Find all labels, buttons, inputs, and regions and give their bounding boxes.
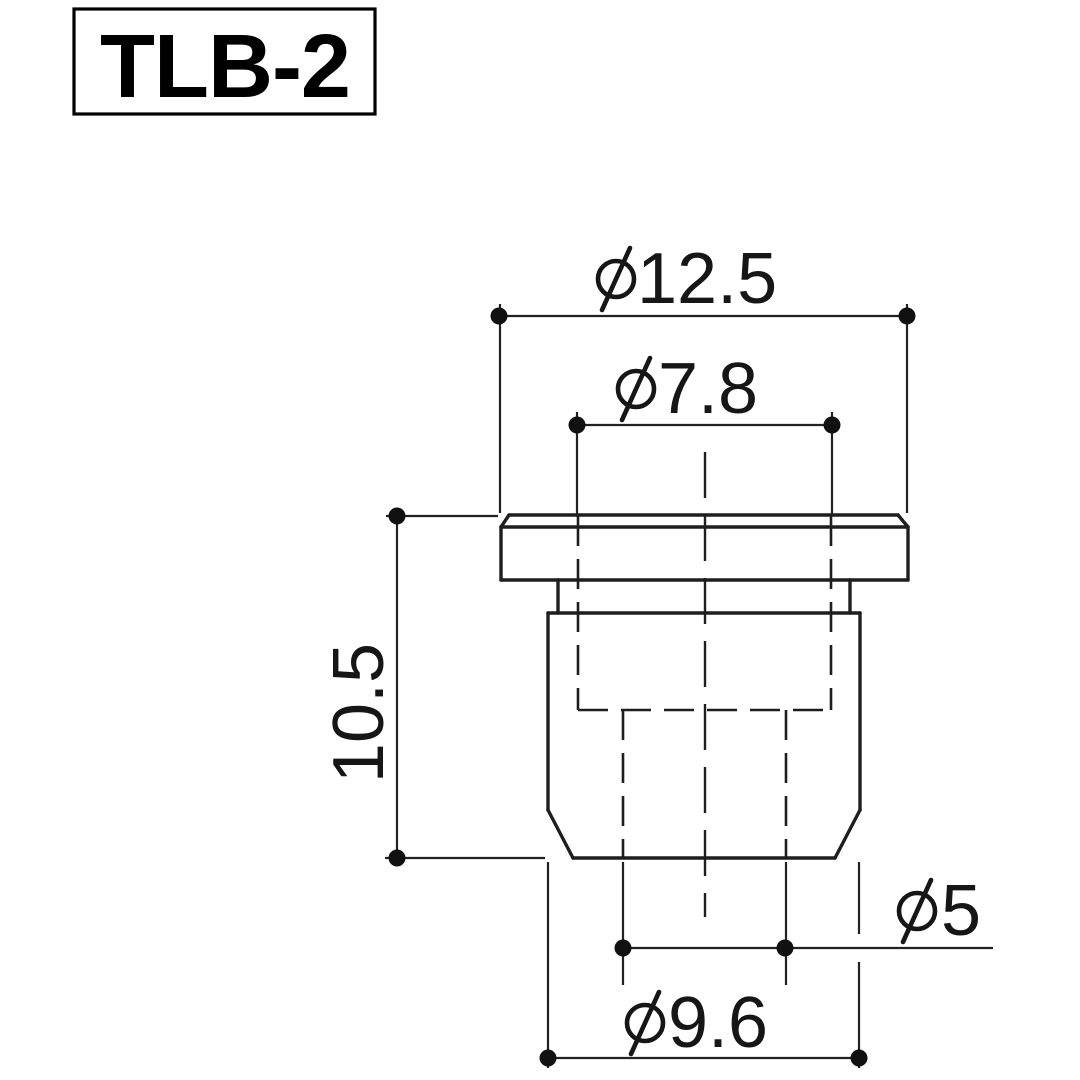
dimension-endpoint-dot <box>388 507 406 525</box>
dimension-value: 7.8 <box>658 349 758 429</box>
body-side-edges <box>546 611 862 812</box>
dimension-body-diameter: 9.6 <box>539 862 868 1068</box>
flange-side-edges <box>499 525 910 582</box>
extension-lines <box>498 304 909 513</box>
dimension-value: 9.6 <box>668 983 768 1063</box>
title-block: TLB-2 <box>72 7 377 117</box>
title-block-border <box>72 7 377 116</box>
dimension-flange-diameter: 12.5 <box>490 239 916 513</box>
dimension-overall-height: 10.5 <box>319 507 545 867</box>
diameter-symbol-icon <box>627 992 663 1054</box>
dimension-endpoint-dot <box>898 307 916 325</box>
dimension-endpoint-dot <box>388 849 406 867</box>
hidden-bore-lines <box>576 516 833 858</box>
body-bottom-chamfers <box>546 808 862 860</box>
dimension-value: 12.5 <box>637 239 777 319</box>
dimension-value: 10.5 <box>319 643 399 783</box>
dimension-endpoint-dot <box>539 1049 557 1067</box>
dimension-endpoint-dot <box>614 939 632 957</box>
extension-lines <box>621 862 788 985</box>
model-number: TLB-2 <box>100 17 350 117</box>
neck-edges <box>556 578 852 615</box>
dimension-endpoint-dot <box>490 307 508 325</box>
diameter-symbol-icon <box>899 880 935 942</box>
dimension-endpoint-dot <box>823 416 841 434</box>
dimension-value: 5 <box>941 871 981 951</box>
extension-lines <box>385 514 545 860</box>
dimension-counterbore-diameter: 7.8 <box>568 349 841 515</box>
dimension-endpoint-dot <box>776 939 794 957</box>
dimension-endpoint-dot <box>850 1049 868 1067</box>
diameter-symbol-icon <box>598 248 634 310</box>
dimension-endpoint-dot <box>568 416 586 434</box>
diameter-symbol-icon <box>618 358 654 420</box>
dimension-hole-diameter: 5 <box>614 862 993 985</box>
flange-chamfer-edges <box>499 513 910 529</box>
